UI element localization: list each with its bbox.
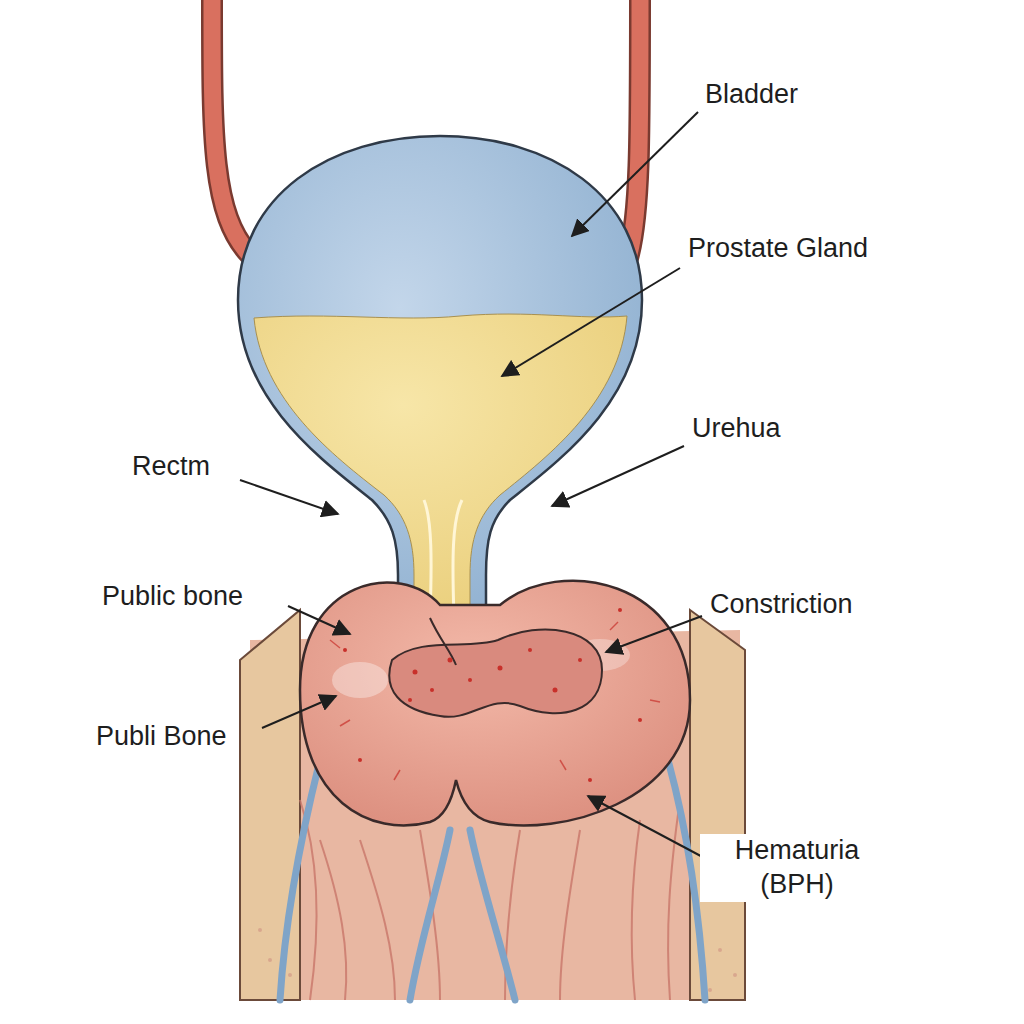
part-label: Constriction <box>708 588 855 622</box>
part-label: Bladder <box>703 78 800 112</box>
prostate-illustration <box>300 581 690 826</box>
part-label: Urehua <box>690 412 783 446</box>
bladder-illustration <box>238 136 642 628</box>
part-label: Hematuria (BPH) <box>700 834 894 902</box>
part-label: Prostate Gland <box>686 232 870 266</box>
part-label: Publi Bone <box>94 720 229 754</box>
leader-line <box>240 112 712 862</box>
part-label: Rectm <box>130 450 212 484</box>
part-label: Public bone <box>100 580 245 614</box>
